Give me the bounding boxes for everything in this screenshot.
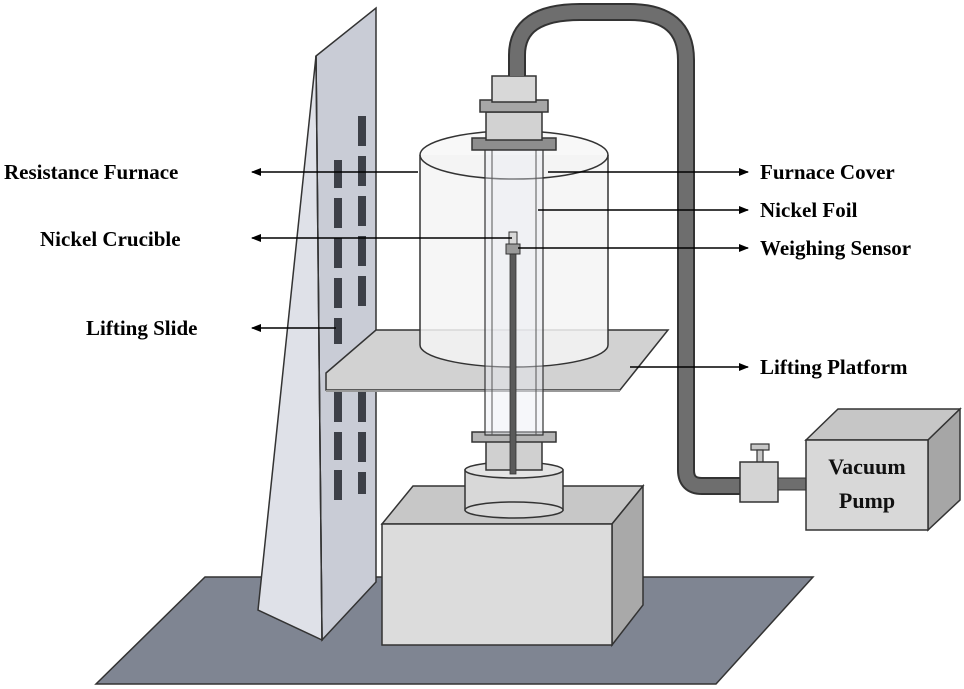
leader-arrows [251, 168, 749, 371]
label-nickel-foil: Nickel Foil [760, 198, 858, 222]
base-box [380, 483, 645, 648]
label-lifting-platform: Lifting Platform [760, 355, 908, 379]
label-nickel-crucible: Nickel Crucible [40, 227, 181, 251]
vacuum-pump-label-line2: Pump [839, 488, 895, 513]
label-lifting-slide: Lifting Slide [86, 316, 197, 340]
vacuum-pump: Vacuum Pump [804, 407, 962, 532]
valve [739, 443, 807, 503]
slide-slots [334, 116, 366, 500]
label-weighing-sensor: Weighing Sensor [760, 236, 911, 260]
vacuum-pump-label-line1: Vacuum [828, 454, 905, 479]
label-resistance-furnace: Resistance Furnace [4, 160, 178, 184]
lifting-slide [257, 6, 377, 642]
label-furnace-cover: Furnace Cover [760, 160, 895, 184]
furnace-cover [471, 75, 557, 151]
